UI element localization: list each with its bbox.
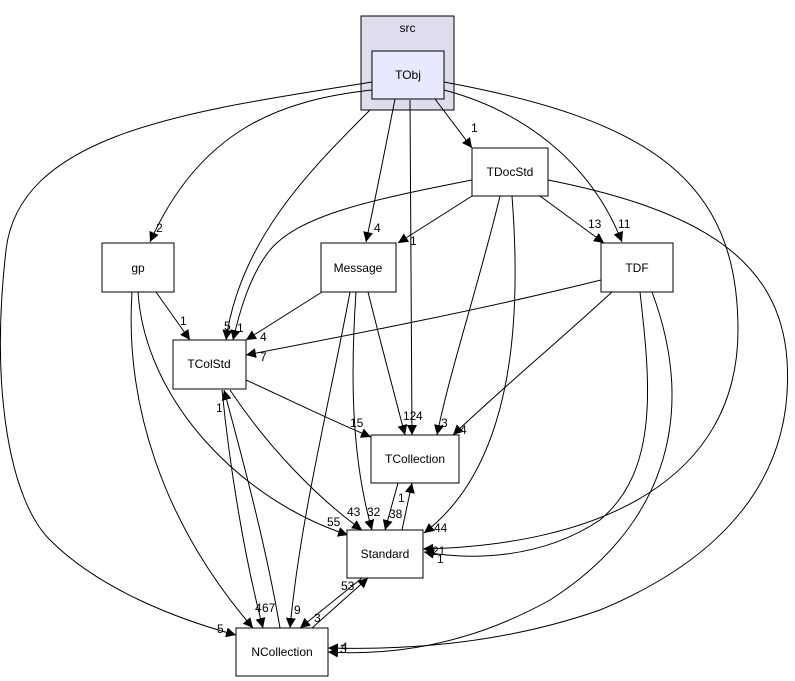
edge-message-tcolstd[interactable]: 4 (245, 291, 323, 344)
nodes: TObj TDocStd gp Message TDF TColStd TCol… (101, 50, 674, 677)
edge-label: 1 (398, 491, 405, 505)
edge-message-tcollection[interactable]: 4 (367, 291, 423, 436)
edge-tobj-message[interactable]: 4 (363, 98, 396, 243)
node-message-label: Message (334, 261, 383, 275)
edge-label: 38 (389, 507, 403, 521)
edge-tdf-tcollection[interactable]: 4 (452, 291, 613, 437)
edge-tdf-standard[interactable]: 1 (423, 291, 649, 566)
node-tdocstd-label: TDocStd (487, 165, 534, 179)
edge-standard-tcollection[interactable]: 1 (398, 482, 415, 531)
edge-tobj-gp[interactable]: 2 (149, 89, 373, 243)
edge-label: 4 (416, 409, 423, 423)
node-standard[interactable]: Standard (346, 529, 424, 579)
edge-label: 4 (460, 423, 467, 437)
cluster-src-label: src (400, 21, 416, 35)
edge-gp-standard[interactable]: 55 (137, 291, 349, 537)
edge-label: 53 (341, 579, 355, 593)
edge-tdocstd-ncollection[interactable]: 4 (327, 179, 789, 654)
edge-label: 12 (403, 409, 417, 423)
edge-label: 1 (437, 552, 444, 566)
edge-tcolstd-tcollection[interactable]: 15 (245, 379, 372, 438)
edge-label: 4 (341, 640, 348, 654)
edge-message-ncollection[interactable]: 9 (285, 291, 351, 629)
edge-label: 5 (224, 319, 231, 333)
node-tcollection[interactable]: TCollection (370, 434, 460, 484)
edge-gp-tcolstd[interactable]: 1 (155, 291, 191, 341)
edge-standard-ncollection[interactable]: 3 (299, 577, 363, 629)
edge-tobj-tdocstd[interactable]: 1 (434, 98, 478, 149)
edge-tcolstd-ncollection[interactable]: 67 (221, 389, 276, 629)
edge-tdocstd-message[interactable]: 1 (397, 195, 473, 248)
edge-message-standard[interactable]: 32 (352, 291, 381, 531)
node-tobj-label: TObj (395, 68, 421, 82)
edge-label: 15 (350, 416, 364, 430)
edge-label: 67 (262, 601, 276, 615)
edge-tobj-tcollection[interactable]: 12 (403, 99, 417, 436)
edge-tdf-tcolstd[interactable]: 7 (245, 279, 602, 364)
node-tdf-label: TDF (625, 261, 648, 275)
edge-label: 1 (237, 321, 244, 335)
edge-label: 13 (588, 217, 602, 231)
edge-tdocstd-standard[interactable]: 44 (423, 195, 516, 535)
edge-label: 3 (441, 416, 448, 430)
edge-label: 3 (314, 611, 321, 625)
edge-label: 4 (260, 330, 267, 344)
node-tcolstd[interactable]: TColStd (172, 339, 247, 390)
edge-tdocstd-tcollection[interactable]: 3 (434, 195, 501, 436)
edge-label: 1 (471, 121, 478, 135)
edge-label: 44 (434, 521, 448, 535)
edge-tdocstd-tdf[interactable]: 13 (539, 195, 605, 244)
node-gp[interactable]: gp (101, 242, 175, 293)
node-ncollection-label: NCollection (251, 645, 312, 659)
node-tdf[interactable]: TDF (600, 242, 674, 293)
node-gp-label: gp (131, 261, 145, 275)
edge-label: 32 (367, 505, 381, 519)
edge-tobj-tdf[interactable]: 11 (443, 89, 631, 243)
edge-tobj-tcolstd[interactable]: 5 (222, 109, 371, 341)
edge-label: 5 (217, 622, 224, 636)
edge-ncollection-tcolstd[interactable]: 1 (216, 389, 281, 629)
edge-label: 1 (216, 401, 223, 415)
edge-label: 4 (255, 601, 262, 615)
edge-label: 7 (260, 350, 267, 364)
edge-label: 3 (340, 642, 347, 656)
edge-gp-ncollection[interactable]: 4 (130, 291, 262, 629)
edge-label: 2 (156, 221, 163, 235)
edge-tcollection-standard[interactable]: 38 (382, 482, 403, 531)
node-tdocstd[interactable]: TDocStd (471, 147, 549, 197)
edge-label: 9 (294, 603, 301, 617)
edge-label: 11 (618, 217, 631, 231)
node-tobj[interactable]: TObj (371, 50, 445, 100)
node-ncollection[interactable]: NCollection (235, 627, 329, 677)
edge-label: 55 (327, 515, 341, 529)
edges: 1 2 4 11 5 12 21 (0, 81, 789, 658)
edge-tdocstd-tcolstd[interactable]: 1 (230, 179, 473, 341)
edge-label: 1 (180, 314, 187, 328)
node-message[interactable]: Message (320, 242, 397, 293)
edge-ncollection-standard[interactable]: 53 (311, 577, 369, 629)
edge-tdf-ncollection[interactable]: 3 (327, 291, 673, 658)
edge-label: 4 (374, 221, 381, 235)
node-standard-label: Standard (361, 547, 410, 561)
edge-tobj-ncollection[interactable]: 5 (0, 81, 373, 638)
node-tcollection-label: TCollection (385, 452, 445, 466)
edge-label: 43 (347, 505, 361, 519)
edge-label: 1 (410, 234, 417, 248)
edge-tcolstd-standard[interactable]: 43 (229, 389, 363, 531)
node-tcolstd-label: TColStd (187, 357, 230, 371)
